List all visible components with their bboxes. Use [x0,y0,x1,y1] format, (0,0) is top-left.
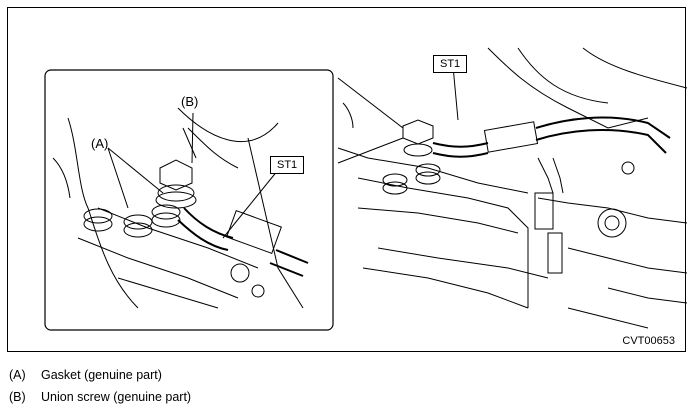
legend-key: (A) [9,368,26,382]
figure-code: CVT00653 [622,335,675,347]
legend: (A) Gasket (genuine part) (B) Union scre… [9,364,191,408]
label-a: (A) [91,136,109,151]
inset-detail-box [44,69,334,331]
inset-detail-illustration [52,107,309,309]
legend-item: (B) Union screw (genuine part) [9,386,191,408]
st1-main-callout: ST1 [433,55,468,73]
legend-item: (A) Gasket (genuine part) [9,364,191,386]
legend-key: (B) [9,390,26,404]
engine-illustration [44,47,687,331]
st1-inset-callout: ST1 [270,156,305,174]
label-b: (B) [181,94,199,109]
legend-text: Union screw (genuine part) [41,390,192,404]
figure-frame: ST1 ST1 (B) (A) CVT00653 [7,7,687,352]
legend-text: Gasket (genuine part) [41,368,162,382]
